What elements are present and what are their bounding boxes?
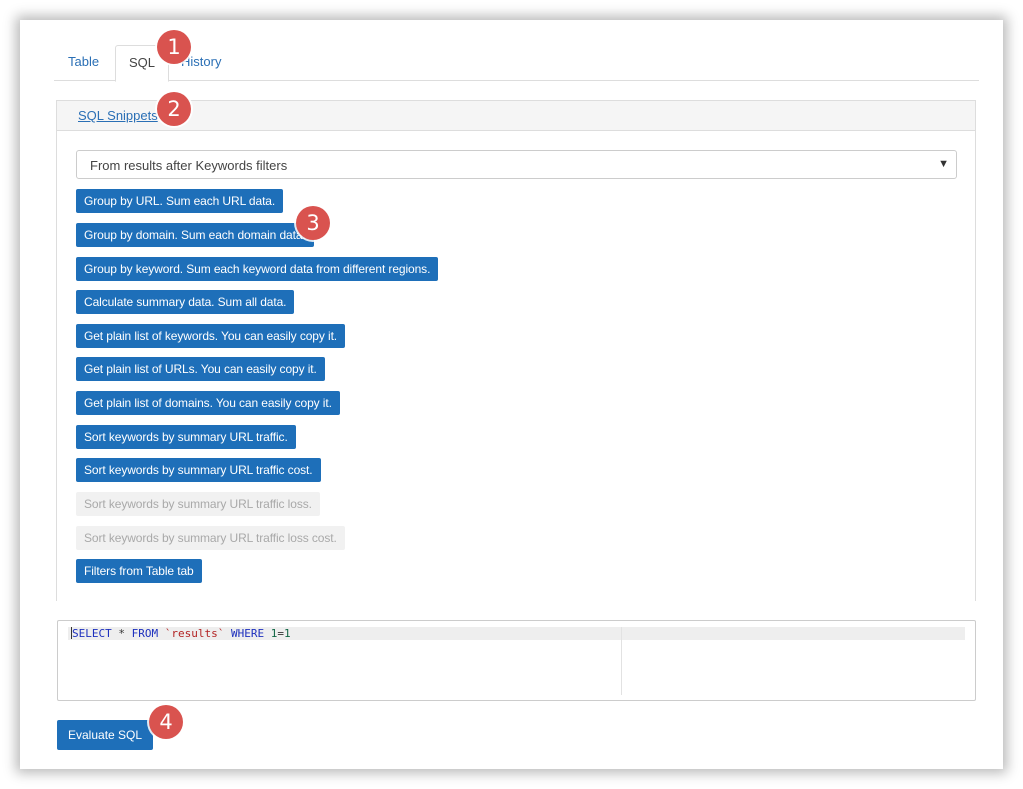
tab-history[interactable]: History	[181, 54, 222, 69]
snippet-keyword-list-button[interactable]: Get plain list of keywords. You can easi…	[76, 324, 346, 348]
tab-table[interactable]: Table	[68, 54, 100, 69]
active-line-highlight	[68, 627, 965, 640]
dropdown-caret-icon: ▼	[938, 158, 949, 170]
snippet-sort-traffic-cost-button[interactable]: Sort keywords by summary URL traffic cos…	[76, 458, 321, 482]
text-cursor	[71, 627, 72, 639]
tab-bar: Table SQL History	[54, 45, 979, 82]
sql-table-name: `results`	[164, 627, 225, 640]
source-select[interactable]: From results after Keywords filters ▼	[76, 150, 957, 179]
snippet-domain-list-button[interactable]: Get plain list of domains. You can easil…	[76, 391, 340, 415]
snippet-sort-traffic-loss-cost-button: Sort keywords by summary URL traffic los…	[76, 526, 345, 550]
snippet-summary-button[interactable]: Calculate summary data. Sum all data.	[76, 290, 295, 314]
sql-code[interactable]: SELECT * FROM `results` WHERE 1=1	[71, 627, 291, 640]
print-margin	[621, 627, 622, 695]
sql-snippets-link[interactable]: SQL Snippets	[78, 108, 158, 123]
snippet-group-by-keyword-button[interactable]: Group by keyword. Sum each keyword data …	[76, 257, 439, 281]
snippet-group-by-domain-button[interactable]: Group by domain. Sum each domain data.	[76, 223, 314, 247]
snippet-sort-traffic-button[interactable]: Sort keywords by summary URL traffic.	[76, 425, 296, 449]
sql-editor[interactable]: SELECT * FROM `results` WHERE 1=1	[57, 620, 976, 701]
sql-snippets-panel: SQL Snippets From results after Keywords…	[56, 100, 976, 601]
callout-badge-4: 4	[149, 705, 183, 739]
snippet-group-by-url-button[interactable]: Group by URL. Sum each URL data.	[76, 189, 284, 213]
snippet-filters-table-tab-button[interactable]: Filters from Table tab	[76, 559, 202, 583]
sql-star: *	[111, 627, 132, 640]
source-select-value: From results after Keywords filters	[90, 158, 288, 173]
sql-keyword-where: WHERE	[230, 627, 265, 640]
callout-badge-3: 3	[296, 206, 330, 240]
panel-header: SQL Snippets	[57, 101, 975, 131]
evaluate-sql-button[interactable]: Evaluate SQL	[57, 720, 154, 750]
callout-badge-1: 1	[157, 30, 191, 64]
snippet-url-list-button[interactable]: Get plain list of URLs. You can easily c…	[76, 357, 325, 381]
callout-badge-2: 2	[157, 92, 191, 126]
sql-keyword-from: FROM	[131, 627, 159, 640]
snippet-sort-traffic-loss-button: Sort keywords by summary URL traffic los…	[76, 492, 320, 516]
sql-keyword-select: SELECT	[72, 627, 112, 640]
sql-card: Table SQL History SQL Snippets From resu…	[20, 20, 1003, 769]
sql-operator: =	[277, 627, 284, 640]
sql-number: 1	[283, 627, 291, 640]
sql-number: 1	[270, 627, 278, 640]
